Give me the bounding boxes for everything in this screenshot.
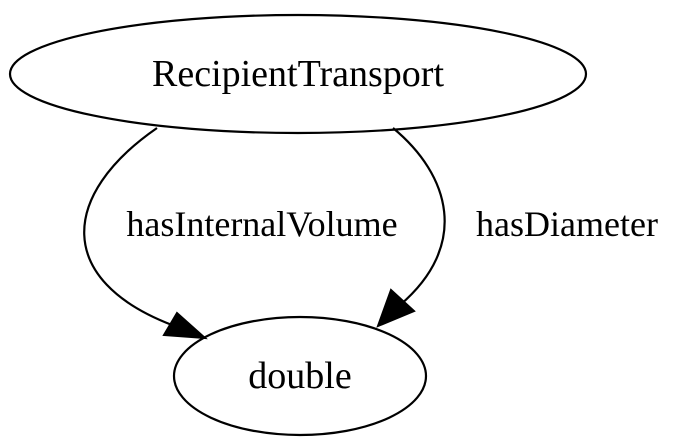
edge-has-internal-volume-label: hasInternalVolume <box>126 204 397 244</box>
edge-has-diameter-arrowhead <box>376 288 416 328</box>
node-recipient-transport-label: RecipientTransport <box>152 53 444 95</box>
edge-has-internal-volume-arrowhead <box>162 311 208 340</box>
node-recipient-transport: RecipientTransport <box>8 13 588 135</box>
node-double-label: double <box>248 355 351 397</box>
edge-has-diameter: hasDiameter <box>376 127 658 328</box>
edge-has-diameter-label: hasDiameter <box>476 204 658 244</box>
node-double-ellipse <box>172 315 428 437</box>
node-double: double <box>172 315 428 437</box>
node-recipient-transport-ellipse <box>8 13 588 135</box>
edge-has-internal-volume: hasInternalVolume <box>83 127 398 340</box>
edge-has-diameter-path <box>392 127 446 306</box>
edge-has-internal-volume-path <box>83 127 173 327</box>
